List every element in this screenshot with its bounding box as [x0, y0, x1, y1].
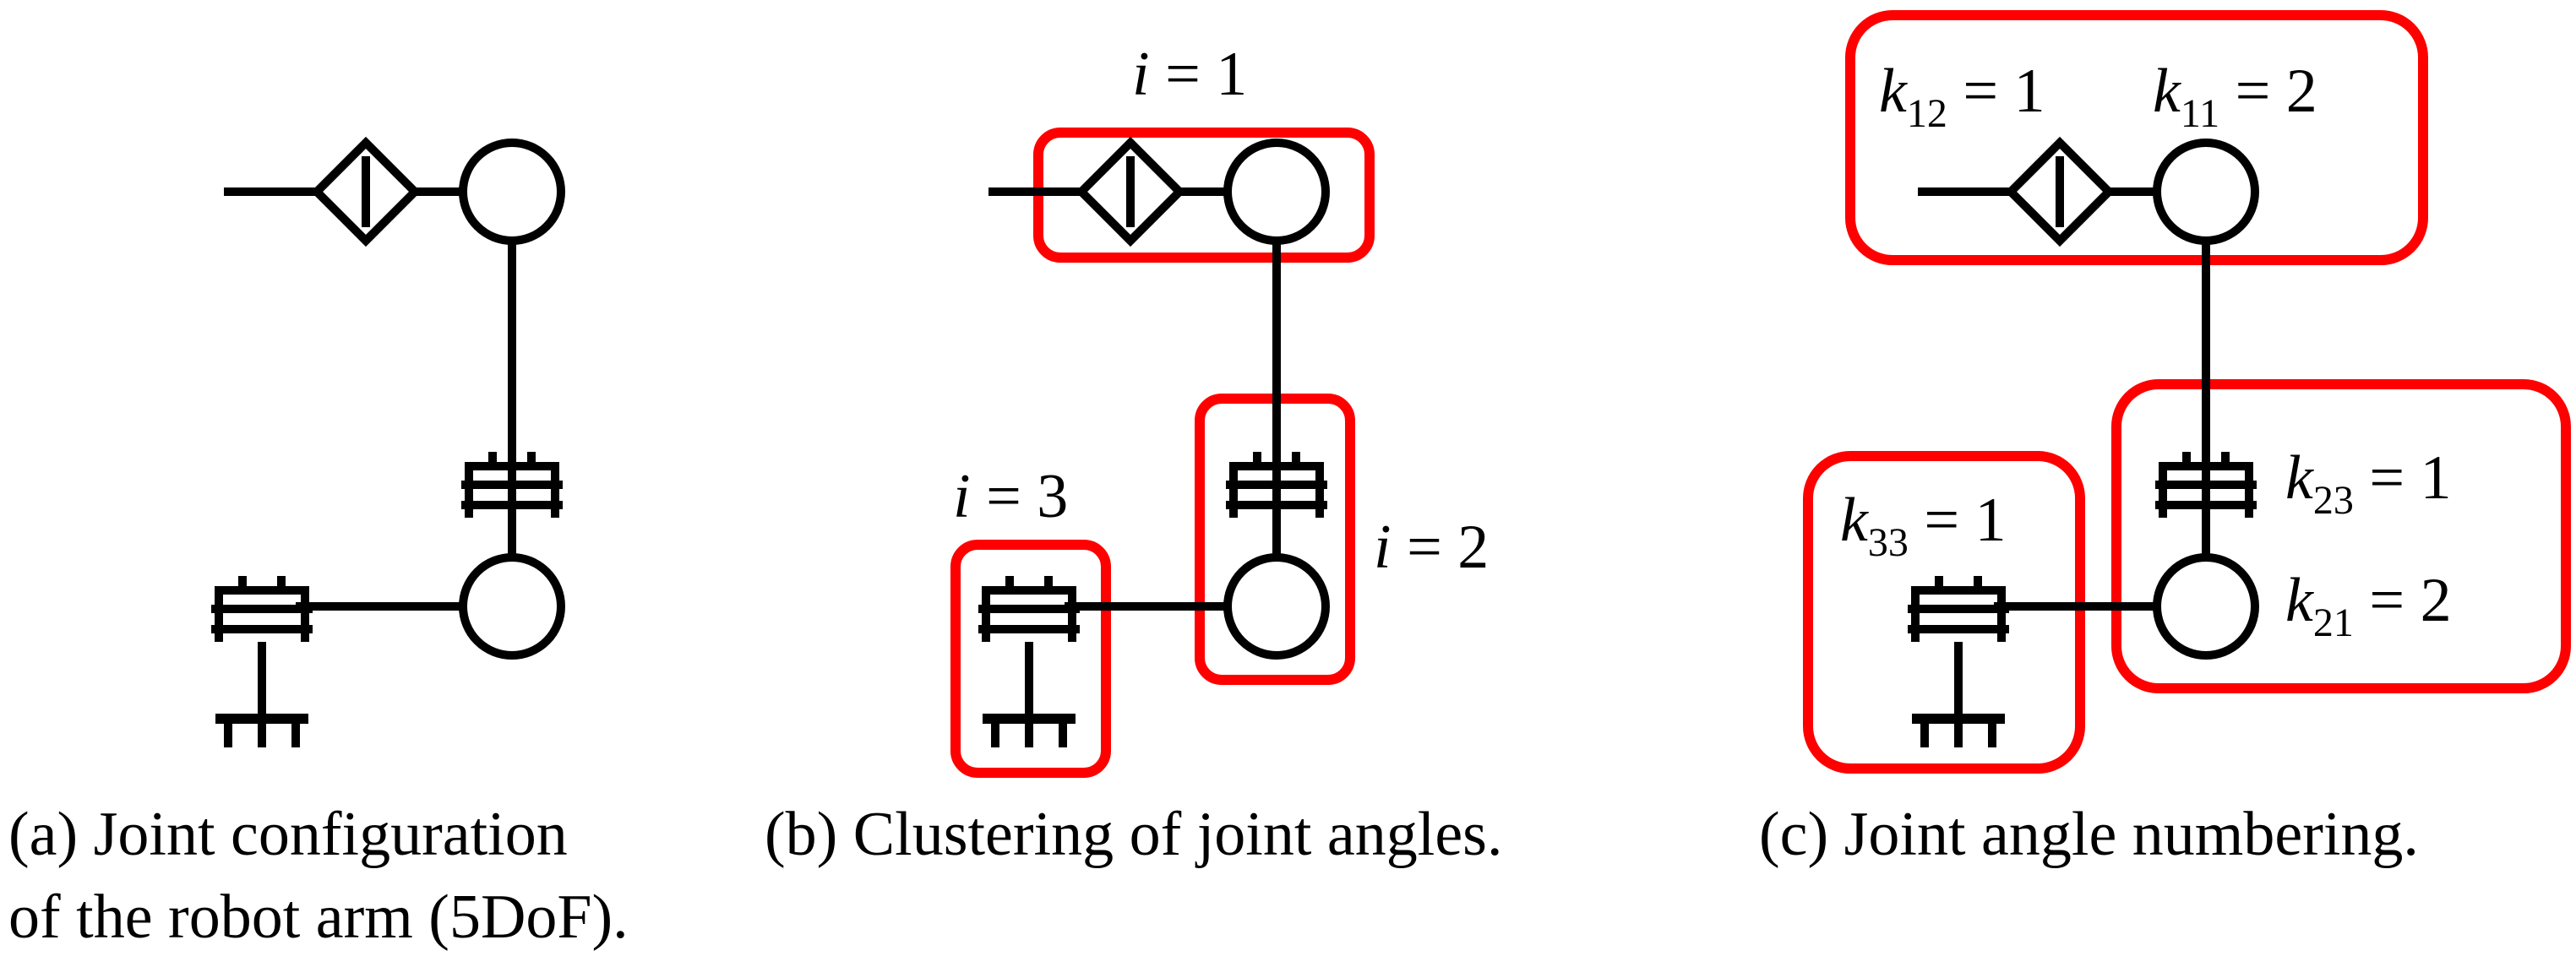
label-k33: k33 = 1 — [1840, 486, 2007, 565]
joint-c-1 — [2157, 143, 2255, 241]
joint-a-2 — [463, 557, 561, 655]
cluster-c-3 — [1803, 451, 2085, 774]
bar-joint-c-2 — [1908, 576, 2009, 642]
label-i2: i = 2 — [1374, 513, 1489, 582]
caption-b: (b) Clustering of joint angles. — [765, 800, 1502, 869]
label-k23: k23 = 1 — [2285, 443, 2452, 523]
label-i3: i = 3 — [953, 462, 1068, 531]
joint-a-1 — [463, 143, 561, 241]
joint-b-1 — [1228, 143, 1326, 241]
label-k12: k12 = 1 — [1879, 57, 2045, 136]
panel-c-diagram: k12 = 1 k11 = 2 k23 = 1 k21 = 2 k33 = 1 — [1803, 10, 2571, 774]
label-k11: k11 = 2 — [2153, 57, 2317, 136]
ground-a — [215, 714, 308, 747]
joint-c-2 — [2157, 557, 2255, 655]
cluster-c-1 — [1845, 10, 2428, 265]
joint-b-2 — [1228, 557, 1326, 655]
caption-a-line1: (a) Joint configuration — [8, 800, 568, 869]
cluster-c-2 — [2111, 379, 2571, 693]
ground-b — [983, 714, 1076, 747]
base-joint-a — [317, 143, 415, 241]
base-joint-c — [2011, 143, 2109, 241]
bar-joint-a-2 — [211, 576, 313, 642]
base-joint-b — [1081, 143, 1179, 241]
ground-c — [1912, 714, 2005, 747]
label-i1: i = 1 — [1132, 40, 1247, 109]
panel-a-diagram — [211, 143, 563, 747]
caption-a-line2: of the robot arm (5DoF). — [8, 883, 629, 952]
caption-c: (c) Joint angle numbering. — [1759, 800, 2419, 869]
panel-b-diagram: i = 1 i = 2 i = 3 — [950, 40, 1489, 778]
label-k21: k21 = 2 — [2285, 566, 2452, 645]
cluster-b-3 — [950, 540, 1111, 778]
bar-joint-b-2 — [978, 576, 1080, 642]
